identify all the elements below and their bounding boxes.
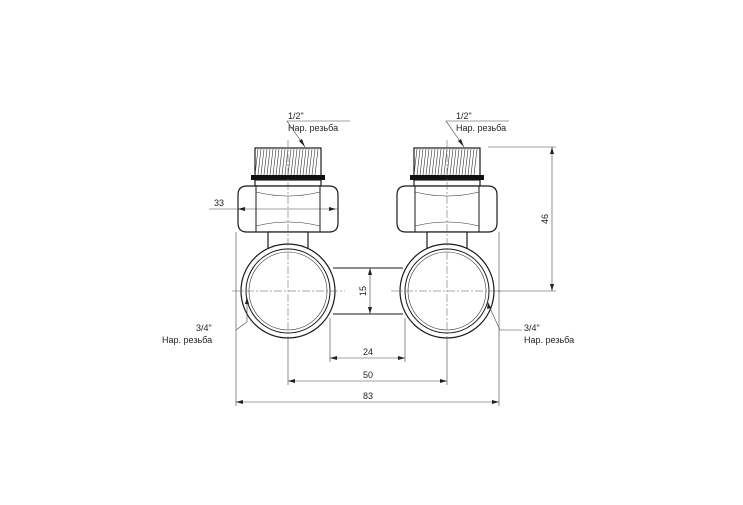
thread-hatch [449,148,454,176]
callout-bottom-right-size: 3/4" [524,323,540,333]
connecting-bridge [333,267,403,315]
dimension-arrows [236,147,554,404]
dim-inner-gap: 24 [363,347,373,357]
thread-hatch [470,148,475,176]
thread-hatch [440,148,445,176]
callout-top-left-thread: Нар. резьба [288,123,338,133]
callout-bottom-left-thread: Нар. резьба [162,335,212,345]
thread-hatch [467,148,472,176]
thread-hatch [416,148,421,176]
thread-hatch [278,148,283,176]
left-threaded-nipple [251,147,325,187]
thread-hatch [269,148,274,176]
thread-hatch [275,148,280,176]
dim-center-distance: 50 [363,370,373,380]
thread-hatch [263,148,268,176]
thread-hatch [281,148,286,176]
thread-hatch [458,148,463,176]
thread-hatch [290,148,295,176]
thread-hatch [308,148,313,176]
thread-hatch [302,148,307,176]
callout-bottom-left-size: 3/4" [196,323,212,333]
callout-top-left-size: 1/2" [288,111,304,121]
thread-hatch [464,148,469,176]
thread-hatch [455,148,460,176]
thread-hatch [311,148,316,176]
thread-hatch [305,148,310,176]
thread-hatch [422,148,427,176]
thread-hatch [461,148,466,176]
thread-hatch [260,148,265,176]
thread-hatch [443,148,448,176]
callout-top-right-size: 1/2" [456,111,472,121]
thread-hatch [434,148,439,176]
thread-hatch [296,148,301,176]
thread-hatch [413,148,418,176]
thread-hatch [272,148,277,176]
right-threaded-nipple [410,147,484,187]
thread-hatch [419,148,424,176]
dimension-lines [209,146,556,406]
thread-hatch [446,148,451,176]
center-lines [232,140,503,340]
thread-hatch [299,148,304,176]
thread-hatch [473,148,478,176]
thread-hatch [257,148,262,176]
thread-hatch [287,148,292,176]
right-hex-nut [396,185,498,233]
dim-height: 46 [540,214,550,224]
thread-hatch [437,148,442,176]
thread-hatch [254,148,259,176]
thread-hatch [293,148,298,176]
callout-top-right-thread: Нар. резьба [456,123,506,133]
thread-hatch [314,148,319,176]
thread-hatch [431,148,436,176]
leader-arrows [245,139,491,309]
thread-hatch [425,148,430,176]
thread-hatch [428,148,433,176]
thread-hatch [266,148,271,176]
dim-hex-width: 33 [214,198,224,208]
thread-hatch [452,148,457,176]
dim-overall-width: 83 [363,391,373,401]
thread-hatch [284,148,289,176]
dim-bridge-height: 15 [358,286,368,296]
callout-bottom-right-thread: Нар. резьба [524,335,574,345]
leader-lines [235,120,522,331]
